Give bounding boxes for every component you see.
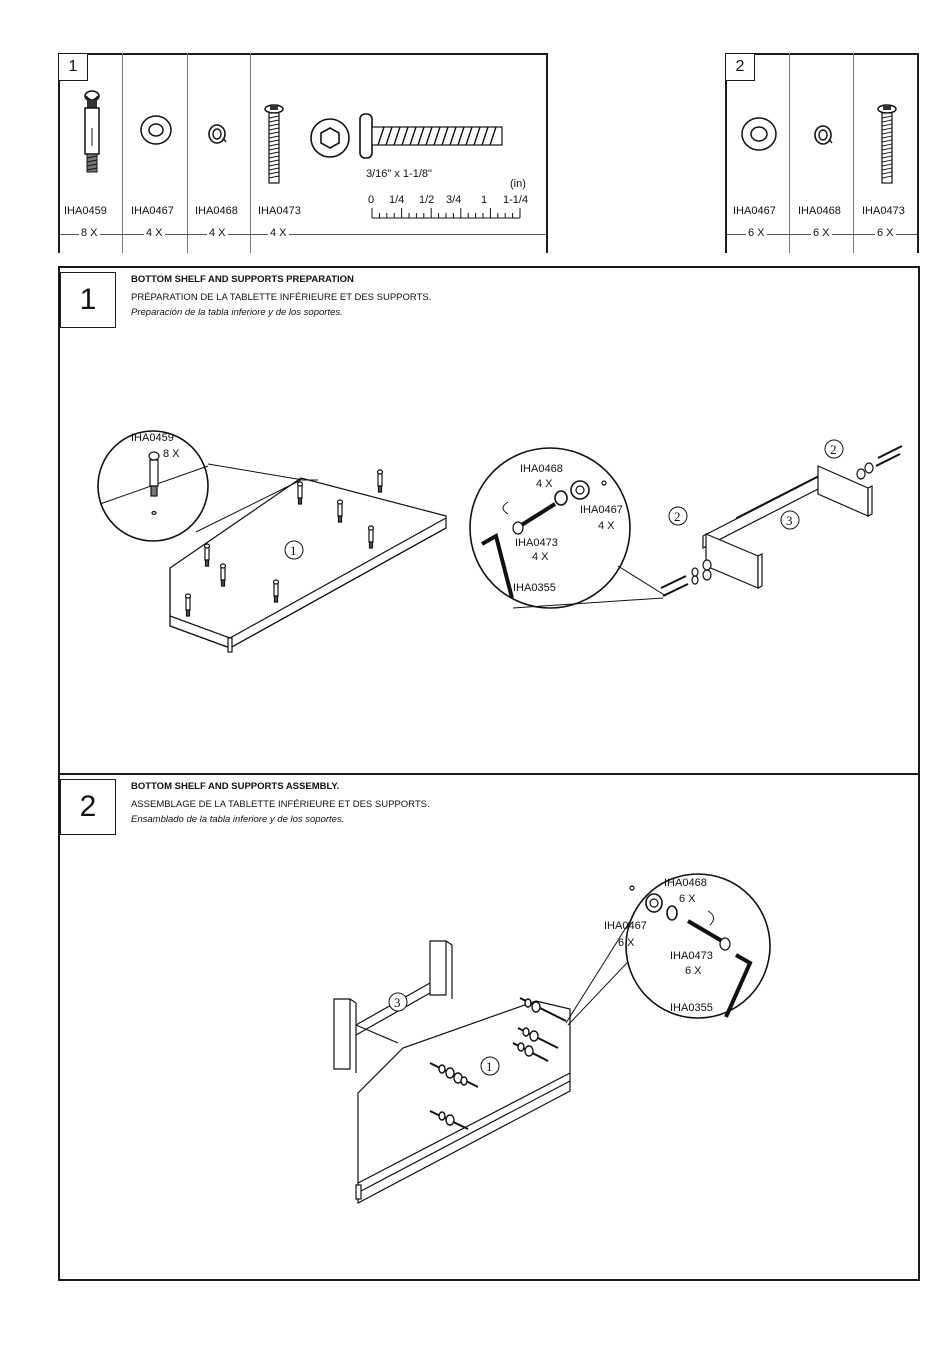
part-mark-label: 1 [486, 1059, 493, 1074]
part-mark [388, 992, 408, 1012]
divider [789, 53, 790, 253]
qty-line [60, 234, 546, 235]
part-qty: 4 X [207, 227, 228, 239]
hex-bolt-icon [877, 104, 897, 184]
callout-qty: 4 X [532, 551, 549, 563]
callout-code: IHA0473 [670, 950, 713, 962]
ruler [371, 208, 521, 219]
step-2-title-fr: ASSEMBLAGE DE LA TABLETTE INFÉRIEURE ET … [131, 799, 430, 810]
ruler-tick: 1/2 [419, 194, 435, 206]
part-mark [668, 506, 688, 526]
part-code: IHA0468 [798, 205, 841, 217]
hardware-panel-1-number: 1 [58, 53, 88, 81]
part-qty: 6 X [811, 227, 832, 239]
ruler-tick: 1 [481, 194, 488, 206]
divider [187, 53, 188, 253]
callout-code: IHA0468 [520, 463, 563, 475]
cam-bolt [272, 579, 280, 603]
hardware-panel-1 [58, 53, 548, 253]
cam-bolt [296, 481, 304, 505]
hardware-panel-2-number: 2 [725, 53, 755, 81]
part-mark-label: 2 [674, 509, 681, 524]
part-code: IHA0467 [131, 205, 174, 217]
part-code: IHA0467 [733, 205, 776, 217]
bolt-head-end-icon [310, 118, 350, 158]
step-2-number: 2 [60, 779, 116, 835]
callout-qty: 6 X [685, 965, 702, 977]
step-2-title-en: BOTTOM SHELF AND SUPPORTS ASSEMBLY. [131, 781, 340, 792]
lock-washer-icon [208, 124, 227, 144]
cam-bolt [203, 543, 211, 567]
divider [122, 53, 123, 253]
part-mark-label: 3 [786, 513, 793, 528]
part-mark [480, 1056, 500, 1076]
cam-bolt [376, 469, 384, 493]
step-1-title-en: BOTTOM SHELF AND SUPPORTS PREPARATION [131, 274, 354, 285]
step-2-title-es: Ensamblado de la tabla inferiore y de lo… [131, 814, 345, 825]
lock-washer-icon [814, 125, 833, 145]
part-code: IHA0473 [258, 205, 301, 217]
hex-bolt-icon [264, 104, 284, 184]
part-mark [780, 510, 800, 530]
callout-code: IHA0355 [513, 582, 556, 594]
callout-qty: 6 X [618, 937, 635, 949]
cam-bolt [336, 499, 344, 523]
callout-qty: 4 X [598, 520, 615, 532]
callout-code: IHA0355 [670, 1002, 713, 1014]
flat-washer-icon [140, 115, 172, 145]
step-2-illustration: 3 1 IHA0468 6 X IHA0467 6 X IHA0473 6 X … [333, 873, 771, 1204]
ruler-unit-label: (in) [510, 178, 526, 190]
callout-code: IHA0467 [604, 920, 647, 932]
step-2-panel [58, 773, 920, 1281]
callout-qty: 8 X [163, 448, 180, 460]
step-1-title-fr: PRÉPARATION DE LA TABLETTE INFÉRIEURE ET… [131, 292, 432, 303]
part-mark-label: 3 [394, 995, 401, 1010]
step-1-number: 1 [60, 272, 116, 328]
callout-qty: 4 X [536, 478, 553, 490]
part-code: IHA0473 [862, 205, 905, 217]
callout-code: IHA0459 [131, 432, 174, 444]
part-code: IHA0468 [195, 205, 238, 217]
hardware-panel-2 [725, 53, 919, 253]
ruler-tick: 1-1/4 [503, 194, 529, 206]
cam-bolt [219, 563, 227, 587]
part-qty: 6 X [875, 227, 896, 239]
cam-bolt [184, 593, 192, 617]
ruler-tick: 0 [368, 194, 375, 206]
cam-bolt-icon [84, 90, 100, 173]
part-qty: 8 X [79, 227, 100, 239]
flat-washer-icon [741, 117, 777, 151]
part-mark [284, 540, 304, 560]
bolt-side-scale-icon [359, 113, 503, 159]
callout-qty: 6 X [679, 893, 696, 905]
divider [250, 53, 251, 253]
callout-code: IHA0473 [515, 537, 558, 549]
part-mark-label: 2 [830, 442, 837, 457]
divider [853, 53, 854, 253]
callout-code: IHA0468 [664, 877, 707, 889]
part-mark-label: 1 [290, 543, 297, 558]
callout-code: IHA0467 [580, 504, 623, 516]
step-1-title-es: Preparación de la tabla inferiore y de l… [131, 307, 343, 318]
part-code: IHA0459 [64, 205, 107, 217]
ruler-tick: 3/4 [446, 194, 462, 206]
cam-bolt [367, 525, 375, 549]
screw-size-label: 3/16" x 1-1/8" [366, 168, 432, 180]
part-qty: 4 X [144, 227, 165, 239]
part-qty: 6 X [746, 227, 767, 239]
step-1-illustration: 1 2 3 2 IHA0459 8 X IHA0468 4 X IHA0467 … [97, 430, 903, 653]
part-mark [824, 439, 844, 459]
ruler-tick: 1/4 [389, 194, 405, 206]
part-qty: 4 X [268, 227, 289, 239]
